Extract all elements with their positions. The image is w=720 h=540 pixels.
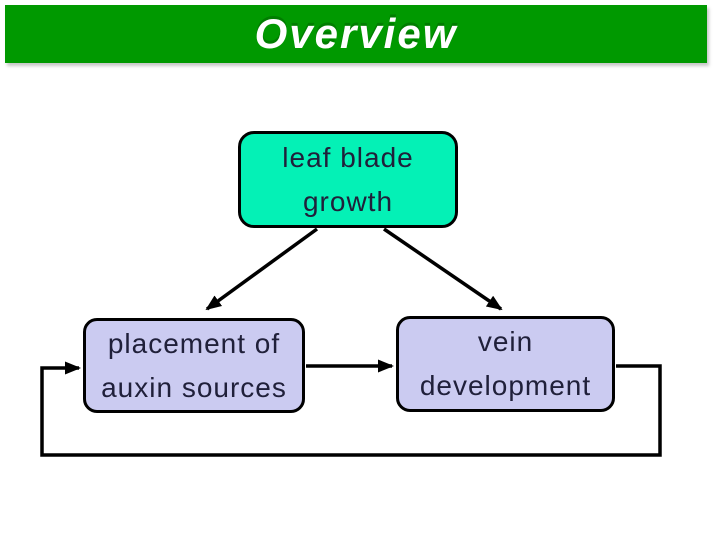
- node-vein-development: vein development: [396, 316, 615, 412]
- slide-title-bar: Overview: [5, 5, 707, 63]
- node-label-line: leaf blade: [282, 141, 414, 173]
- node-label-line: placement of: [107, 327, 281, 359]
- node-leaf-blade-growth: leaf blade growth: [238, 131, 458, 228]
- page-title: Overview: [254, 10, 458, 57]
- edge-feedback-loop: [40, 361, 662, 457]
- node-label-line: vein: [477, 326, 534, 357]
- node-label-line: auxin sources: [101, 371, 287, 403]
- edge-leaf-to-vein: [383, 227, 503, 311]
- node-label-line: development: [419, 370, 592, 401]
- node-label-line: growth: [302, 185, 394, 217]
- node-placement-of-auxin-sources: placement of auxin sources: [83, 318, 305, 413]
- edge-leaf-to-placement: [205, 227, 319, 311]
